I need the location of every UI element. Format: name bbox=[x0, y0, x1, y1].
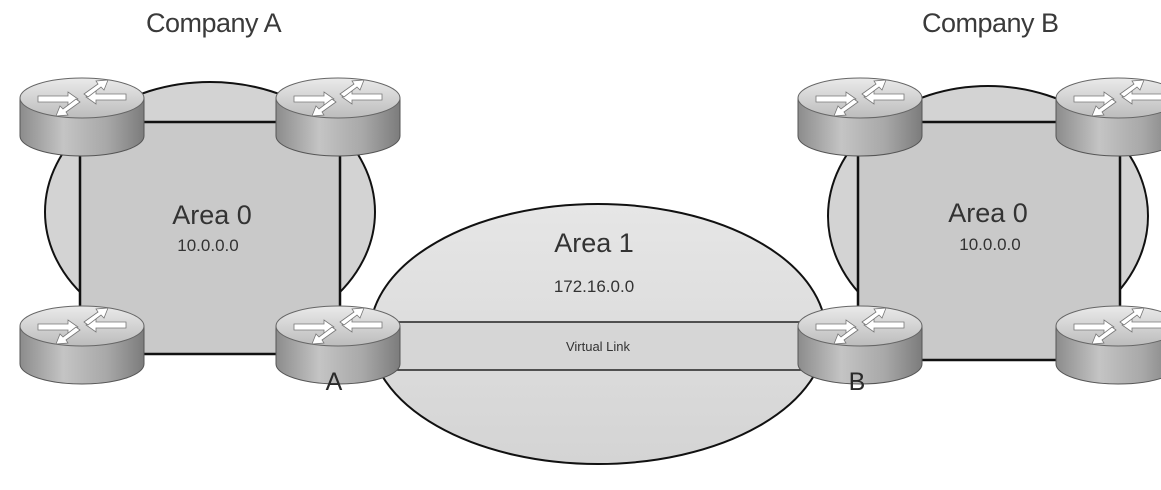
company-b-label: Company B bbox=[922, 8, 1059, 38]
area-0-a-name: Area 0 bbox=[172, 200, 252, 230]
router-icon bbox=[19, 305, 145, 385]
area-0-b-name: Area 0 bbox=[948, 198, 1028, 228]
company-a-label: Company A bbox=[146, 8, 282, 38]
router-a-label: A bbox=[326, 368, 343, 396]
router-icon bbox=[1055, 305, 1161, 385]
area-0-b-network: 10.0.0.0 bbox=[959, 235, 1020, 254]
virtual-link-label: Virtual Link bbox=[566, 339, 631, 354]
router-icon bbox=[19, 77, 145, 157]
area-1-name: Area 1 bbox=[554, 228, 634, 258]
virtual-link: Virtual Link bbox=[360, 321, 850, 371]
area-1-network: 172.16.0.0 bbox=[554, 277, 634, 296]
router-icon bbox=[797, 77, 923, 157]
router-icon bbox=[1055, 77, 1161, 157]
router-icon bbox=[275, 77, 401, 157]
router-b-label: B bbox=[849, 368, 866, 396]
area-0-a-network: 10.0.0.0 bbox=[177, 236, 238, 255]
